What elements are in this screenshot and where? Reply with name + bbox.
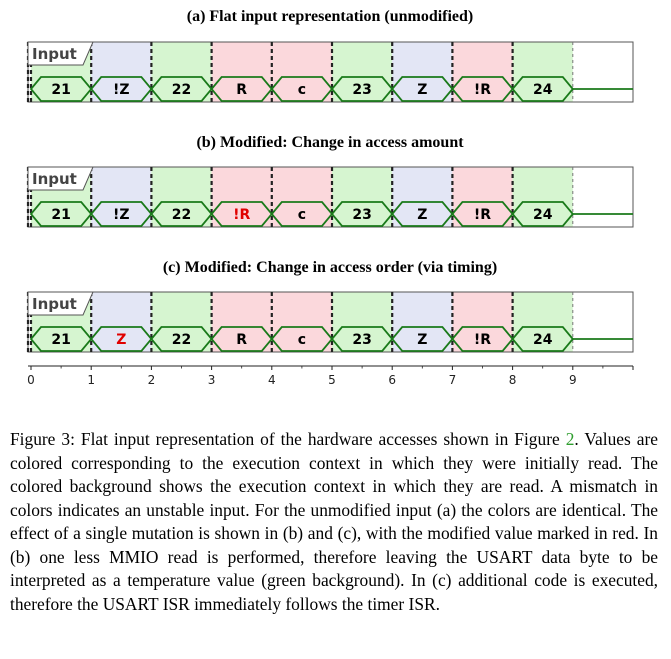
caption-text-start: Figure 3: Flat input representation of t… [10, 429, 566, 449]
value-label: 22 [172, 332, 191, 348]
value-label: c [298, 332, 306, 348]
value-label: R [236, 82, 247, 98]
value-label: Z [417, 207, 427, 223]
value-label: 22 [172, 82, 191, 98]
caption-text-end: . Values are colored corresponding to th… [10, 429, 658, 614]
time-axis: 0 1 2 3 4 5 6 7 8 9 [27, 365, 634, 387]
signal-label-box [27, 291, 94, 316]
value-label: 21 [51, 82, 70, 98]
value-label: Z [417, 332, 427, 348]
panel-b: Input 21 !Z 22 !R c 23 Z !R 24 [26, 166, 634, 228]
axis-tick-label: 5 [328, 373, 336, 387]
axis-tick-label: 0 [27, 373, 35, 387]
value-label: c [298, 82, 306, 98]
value-label: 24 [533, 332, 553, 348]
panel-b-title: (b) Modified: Change in access amount [196, 134, 464, 151]
axis-tick-label: 9 [569, 373, 577, 387]
value-label: !R [233, 207, 250, 223]
axis-tick-label: 4 [268, 373, 276, 387]
panel-a-title: (a) Flat input representation (unmodifie… [186, 8, 474, 25]
value-label: !R [474, 332, 491, 348]
axis-tick-label: 1 [87, 373, 95, 387]
signal-label: Input [32, 45, 77, 63]
axis-tick-label: 3 [208, 373, 216, 387]
value-label: !R [474, 82, 491, 98]
signal-label: Input [32, 170, 77, 188]
value-label: c [298, 207, 306, 223]
signal-label: Input [32, 295, 77, 313]
figure-2-link[interactable]: 2 [565, 429, 575, 449]
figure-caption: Figure 3: Flat input representation of t… [10, 428, 658, 616]
value-label: 24 [533, 82, 553, 98]
value-label: !Z [113, 82, 130, 98]
panel-c-title: (c) Modified: Change in access order (vi… [162, 259, 498, 276]
value-label: !R [474, 207, 491, 223]
axis-tick-label: 7 [449, 373, 457, 387]
axis-tick-label: 8 [509, 373, 517, 387]
value-label: !Z [113, 207, 130, 223]
value-label: 23 [352, 332, 371, 348]
value-label: 24 [533, 207, 553, 223]
value-label: 21 [51, 332, 70, 348]
value-label: 22 [172, 207, 191, 223]
value-label: Z [116, 332, 126, 348]
axis-tick-label: 6 [388, 373, 396, 387]
signal-label-box [27, 41, 94, 66]
value-label: 23 [352, 82, 371, 98]
axis-tick-label: 2 [148, 373, 156, 387]
value-label: Z [417, 82, 427, 98]
value-label: 21 [51, 207, 70, 223]
value-label: 23 [352, 207, 371, 223]
signal-label-box [27, 166, 94, 191]
value-label: R [236, 332, 247, 348]
